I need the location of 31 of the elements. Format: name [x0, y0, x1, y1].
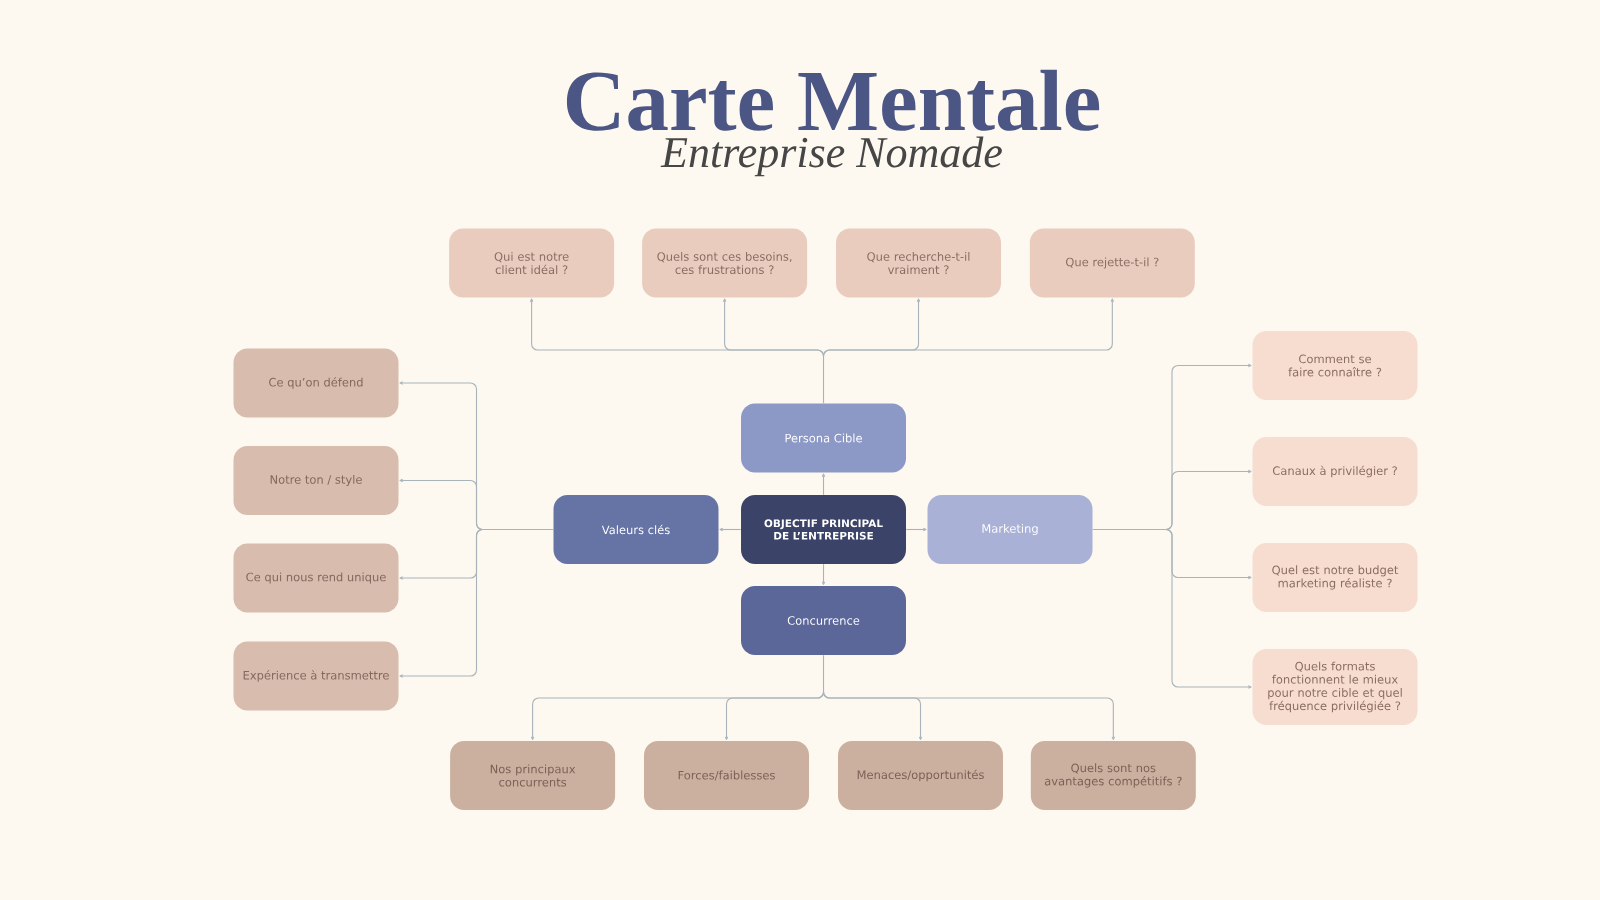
topic-box: Persona Cible [741, 403, 906, 473]
connector-arrow [821, 563, 826, 586]
topic-box: Marketing [927, 495, 1093, 564]
connector-arrow [905, 527, 927, 532]
topic-box: Concurrence [741, 586, 906, 655]
question-box: Quels formats fonctionnent le mieux pour notre cible et quel fréquence privilégiée ? [1252, 649, 1418, 725]
branch-connector [530, 654, 1115, 741]
question-box: Expérience à transmettre [233, 641, 399, 711]
connector-arrow [821, 473, 826, 496]
question-box: Ce qui nous rend unique [233, 543, 399, 613]
question-box: Quels sont ces besoins, ces frustrations ? [642, 228, 808, 298]
question-box: Que rejette-t-il ? [1029, 228, 1195, 298]
question-box: Quel est notre budget marketing réaliste ? [1252, 543, 1418, 612]
question-box: Nos principaux concurrents [450, 741, 616, 810]
question-box: Que recherche-t-il vraiment ? [836, 228, 1001, 298]
subtitle: Entreprise Nomade [660, 136, 1002, 177]
question-box: Qui est notre client idéal ? [449, 228, 615, 298]
branch-connector [529, 298, 1114, 404]
central-box: OBJECTIF PRINCIPAL DE L’ENTREPRISE [741, 495, 906, 564]
question-box: Forces/faiblesses [644, 741, 809, 810]
title: Carte Mentale [566, 69, 1100, 131]
question-box: Canaux à privilégier ? [1252, 437, 1418, 506]
question-box: Ce qu’on défend [233, 348, 399, 418]
question-box: Quels sont nos avantages compétitifs ? [1030, 741, 1196, 810]
question-box: Comment se faire connaître ? [1252, 331, 1418, 400]
question-box: Menaces/opportunités [838, 741, 1003, 810]
branch-connector [399, 381, 554, 678]
branch-connector [1092, 363, 1252, 689]
topic-box: Valeurs clés [553, 495, 719, 564]
connector-arrow [719, 527, 742, 532]
question-box: Notre ton / style [233, 446, 399, 515]
